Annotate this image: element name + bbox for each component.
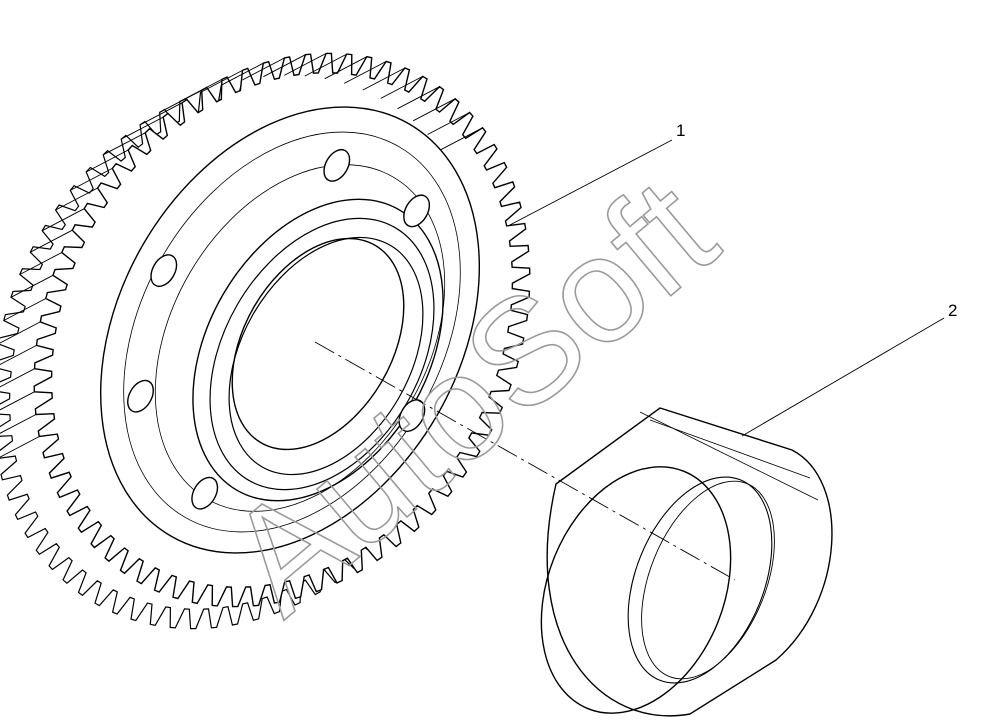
gear-tooth-flank-line <box>0 391 35 411</box>
gear-tooth-flank-line <box>412 98 456 122</box>
gear-tooth-flanks <box>0 53 483 458</box>
gear-tooth-flank-line <box>139 102 183 126</box>
bore-flange-inner <box>209 217 435 491</box>
callout-number-1: 1 <box>676 121 686 140</box>
gear-tooth-flank-line <box>427 112 470 135</box>
bushing-sleeve <box>540 407 833 717</box>
bolt-hole <box>191 476 219 510</box>
gear-tooth-flank-line <box>200 70 243 93</box>
bore-step <box>228 236 424 476</box>
gear-tooth-flank-line <box>30 229 73 253</box>
gear-tooth-flank-line <box>0 345 37 366</box>
gear-tooth-flank-line <box>221 62 264 86</box>
gear-tooth-flank-line <box>263 54 306 78</box>
gear-tooth-flank-line <box>362 67 406 91</box>
gear-tooth-flank-line <box>179 79 223 102</box>
leader-line-2 <box>741 317 945 437</box>
gear-tooth-flank-line <box>380 76 423 99</box>
callout-number-2: 2 <box>948 301 958 320</box>
gear-tooth-flank-line <box>10 274 54 298</box>
gear-tooth-flank-line <box>283 53 327 76</box>
bushing-top-edge-line-2 <box>649 419 811 479</box>
gear-tooth-flank-line <box>55 187 98 211</box>
gear-tooth-flank-line <box>85 149 129 173</box>
gear-tooth-flank-line <box>0 321 41 344</box>
bolt-hole <box>323 148 351 182</box>
bolt-hole <box>127 379 154 413</box>
center-axis-line <box>314 341 736 581</box>
gear-tooth-flank-line <box>19 252 63 275</box>
bushing-inner-edge <box>641 480 775 680</box>
gear-tooth-flank-line <box>397 86 440 110</box>
helical-gear <box>0 52 531 630</box>
gear-tooth-flank-line <box>242 57 285 81</box>
gear-tooth-flank-line <box>0 436 40 458</box>
leader-line-1 <box>507 139 673 227</box>
hub-face-outer <box>99 106 481 554</box>
bushing-inner-rim <box>627 476 773 684</box>
gear-tooth-flank-line <box>120 116 164 140</box>
gear-tooth-flank-line <box>0 368 35 388</box>
bolt-hole <box>398 399 426 433</box>
gear-tooth-flank-line <box>102 132 146 156</box>
gear-tooth-flank-line <box>440 127 483 151</box>
gear-tooth-flank-line <box>304 53 347 77</box>
gear-tooth-flank-line <box>324 56 368 80</box>
gear-tooth-flank-line <box>0 414 37 434</box>
bushing-body <box>546 407 833 717</box>
gear-tooth-flank-line <box>343 61 387 84</box>
bolt-hole <box>403 194 431 228</box>
bolt-holes <box>127 148 431 510</box>
bolt-hole <box>150 254 178 288</box>
bushing-top-edge-line <box>639 411 819 501</box>
bushing-front-rim <box>540 466 732 714</box>
gear-tooth-flank-line <box>41 208 85 232</box>
bore-inner <box>231 237 405 451</box>
gear-tooth-flank-line <box>3 298 47 321</box>
gear-tooth-flank-line <box>70 168 113 191</box>
